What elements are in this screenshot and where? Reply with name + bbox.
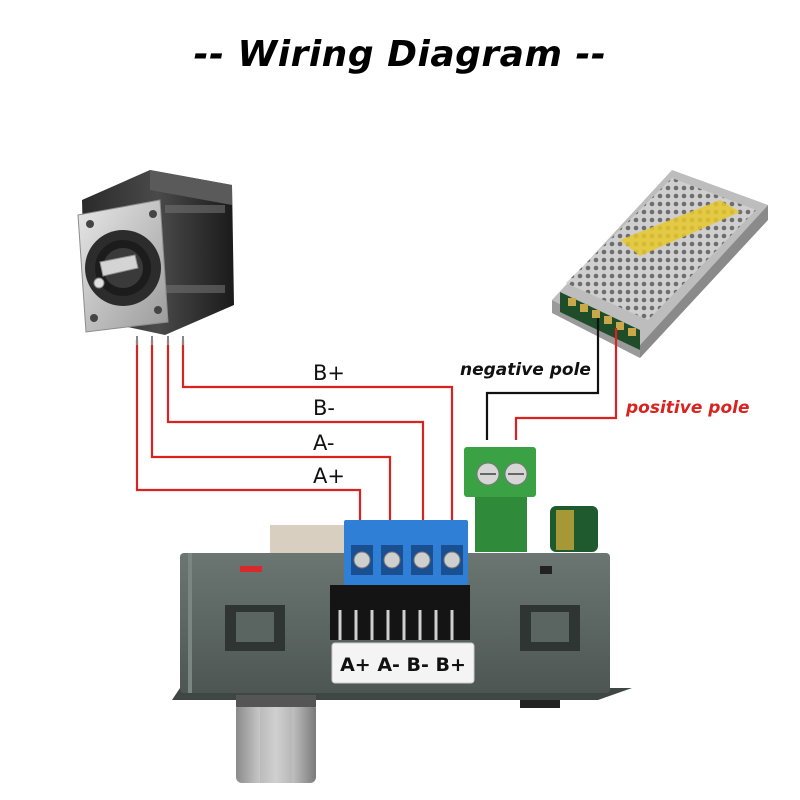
terminal-labels: A+ A- B- B+ (340, 654, 466, 676)
wire-a-minus (150, 340, 392, 560)
motor-terminal-block (344, 520, 468, 585)
wire-negative (485, 318, 600, 440)
wire-label-a-minus: A- (313, 431, 334, 455)
header-pins (338, 610, 454, 640)
wire-b-plus (181, 340, 454, 560)
power-terminal-block (464, 447, 536, 552)
diagram-title: -- Wiring Diagram -- (193, 34, 607, 75)
stepper-motor (77, 170, 234, 335)
module-clip-left (225, 605, 285, 651)
positive-pole-label: positive pole (625, 398, 749, 418)
rotary-encoder-knob (236, 695, 316, 783)
wire-label-b-plus: B+ (313, 361, 345, 385)
switching-power-supply (552, 170, 768, 358)
negative-pole-label: negative pole (460, 360, 591, 380)
capacitor (550, 506, 598, 552)
wire-label-a-plus: A+ (313, 464, 345, 488)
wire-b-minus (166, 340, 425, 560)
module-clip-right (520, 605, 580, 651)
psu-terminal-block (560, 292, 640, 350)
stepper-driver-module: A+ A- B- B+ (172, 447, 632, 783)
wire-positive (514, 328, 618, 440)
wire-label-b-minus: B- (313, 396, 335, 420)
terminal-label-plate (331, 642, 475, 684)
